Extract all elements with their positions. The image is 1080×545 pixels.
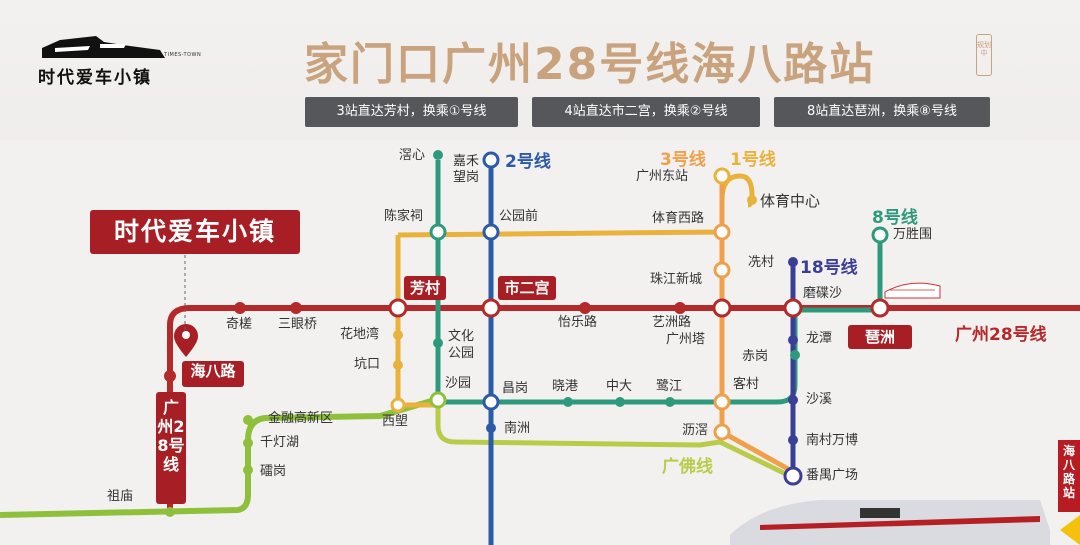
station-label: 龙潭	[806, 331, 833, 346]
station-label: 客村	[733, 377, 760, 392]
station-dot-changgang	[482, 393, 500, 411]
station-label: 三眼桥	[278, 317, 318, 332]
station-label-pazhou: 琶洲	[848, 325, 912, 349]
location-pin-icon	[174, 324, 198, 357]
logo-text: 时代爱车小镇	[38, 68, 152, 88]
line-name-28: 广州28号线	[955, 325, 1047, 345]
station-label: 怡乐路	[558, 315, 598, 330]
banner-fangcun: 3站直达芳村，换乘①号线	[305, 97, 518, 127]
right-side-tab: 海八路站	[1058, 440, 1080, 512]
station-label: 沥滘	[682, 423, 709, 438]
station-dot-gongyuanqian	[482, 223, 500, 241]
station-label: 冼村	[748, 255, 775, 270]
station-label: 陈家祠	[384, 209, 424, 224]
line-name-1: 1号线	[730, 150, 776, 170]
line-name-3: 3号线	[660, 150, 706, 170]
banner-pazhou: 8站直达琶洲，换乘⑧号线	[774, 97, 990, 127]
station-label: 晓港	[552, 379, 579, 394]
station-label: 沙溪	[806, 392, 833, 407]
station-label: 鹭江	[656, 379, 683, 394]
station-dot-shayuan	[429, 391, 447, 409]
station-label: 沙园	[445, 376, 472, 391]
arrow-left-icon	[1060, 515, 1080, 545]
station-dot-xiancun	[788, 257, 798, 267]
station-label-shiergong: 市二宫	[498, 276, 556, 300]
station-dot-panyuguangchang	[783, 466, 803, 486]
station-label: 广州东站	[636, 169, 689, 184]
station-dot-fangcun	[388, 298, 408, 318]
station-label: 文化公园	[448, 329, 475, 361]
line-name-18: 18号线	[800, 258, 858, 278]
station-label: 番禺广场	[806, 468, 859, 483]
station-dot-guangzhoudong	[713, 167, 731, 185]
station-label: 千灯湖	[260, 435, 300, 450]
simple-stations	[164, 150, 800, 517]
station-label: 嘉禾望岗	[453, 154, 480, 185]
station-dot-sanyanqiao	[290, 302, 302, 314]
station-dot-guangzhouta	[712, 298, 732, 318]
station-dot-yilelu	[579, 302, 591, 314]
station-dot-chenjiaci	[429, 223, 447, 241]
station-label: 南洲	[504, 421, 531, 436]
station-label: 磨碟沙	[803, 286, 843, 301]
station-label: 体育中心	[760, 192, 821, 210]
title-tag: 规划中	[976, 34, 992, 76]
station-dot-qiqiao	[234, 302, 246, 314]
station-label: 中大	[606, 379, 633, 394]
station-label: 西塱	[382, 414, 409, 429]
station-dot-pazhou	[870, 298, 890, 318]
line-28-route	[167, 305, 1080, 515]
station-label: 奇槎	[226, 317, 253, 332]
station-label-fangcun: 芳村	[404, 276, 446, 300]
station-dot-zhujiangxincheng	[713, 261, 731, 279]
line-28-stations	[234, 302, 686, 314]
exhibition-center-icon	[884, 282, 941, 299]
station-label: 花地湾	[340, 327, 380, 342]
station-dot-lijiao	[713, 423, 731, 441]
haibalu-label: 海八路	[190, 362, 236, 380]
station-label: 南村万博	[806, 433, 859, 448]
station-dot-tiyuxilu	[713, 223, 731, 241]
station-label: 万胜围	[893, 227, 933, 242]
logo-icon	[42, 36, 165, 58]
station-dot-motiesha	[783, 298, 803, 318]
station-label: 艺洲路	[652, 315, 692, 330]
project-callout: 时代爱车小镇	[90, 210, 300, 254]
station-label: 昌岗	[502, 381, 529, 396]
train-icon	[730, 500, 1050, 545]
page-title: 家门口广州28号线海八路站	[304, 39, 876, 90]
station-label: 祖庙	[107, 489, 134, 504]
station-label: 珠江新城	[650, 272, 703, 287]
station-label: 礌岗	[260, 464, 287, 479]
station-dot-xilang	[390, 397, 406, 413]
station-label: 体育西路	[652, 211, 705, 226]
station-label: 广州塔	[666, 332, 706, 347]
line-name-guangfo: 广佛线	[662, 457, 713, 477]
station-dot-kecun	[713, 393, 731, 411]
station-dot-wanshengwei	[871, 226, 889, 244]
guangfo-line-route	[435, 399, 792, 479]
station-label: 赤岗	[742, 349, 769, 364]
logo-small-text: TIMES-TOWN	[164, 52, 202, 58]
station-label-haibalu: 海八路	[182, 361, 244, 387]
line-name-8: 8号线	[872, 208, 918, 228]
station-label: 公园前	[499, 209, 539, 224]
station-label: 金融高新区	[268, 411, 334, 426]
station-dot-jiahe	[482, 151, 500, 169]
station-label: 坑口	[354, 357, 381, 372]
station-dot-shiergong	[481, 298, 501, 318]
vertical-line-label: 广州28号线	[156, 392, 186, 504]
line-name-2: 2号线	[505, 152, 551, 172]
banner-shiergong: 4站直达市二宫，换乘②号线	[532, 97, 760, 127]
station-label: 滘心	[399, 148, 426, 163]
station-dot-yizhoulu	[674, 302, 686, 314]
transfer-stations	[388, 151, 890, 486]
